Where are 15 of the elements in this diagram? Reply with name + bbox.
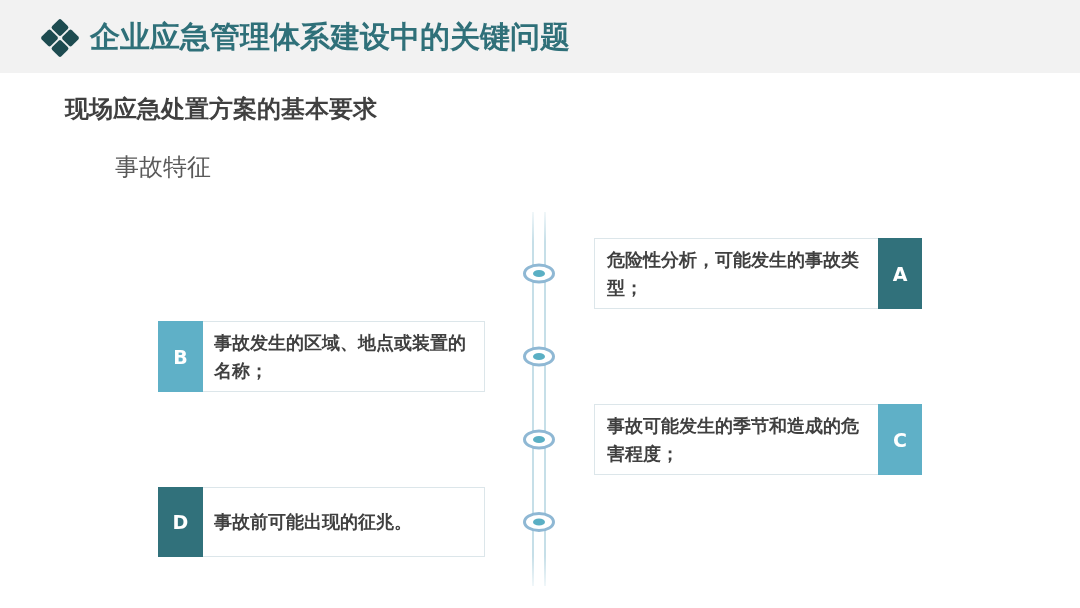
letter-tab: D [158, 487, 203, 557]
card [158, 321, 485, 392]
card-text: 事故发生的区域、地点或装置的名称； [214, 330, 467, 383]
card [594, 238, 921, 309]
slide-title: 企业应急管理体系建设中的关键问题 [90, 18, 570, 56]
letter-tab: B [158, 321, 203, 392]
card-text: 事故前可能出现的征兆。 [214, 510, 413, 534]
section-heading: 现场应急处置方案的基本要求 [65, 94, 377, 125]
card-text: 危险性分析，可能发生的事故类型； [607, 247, 860, 300]
card-text: 事故可能发生的季节和造成的危害程度； [607, 413, 860, 466]
subheading: 事故特征 [115, 152, 211, 183]
card [594, 404, 921, 475]
card [158, 487, 485, 557]
letter-tab: C [878, 404, 922, 475]
letter-tab: A [878, 238, 922, 309]
